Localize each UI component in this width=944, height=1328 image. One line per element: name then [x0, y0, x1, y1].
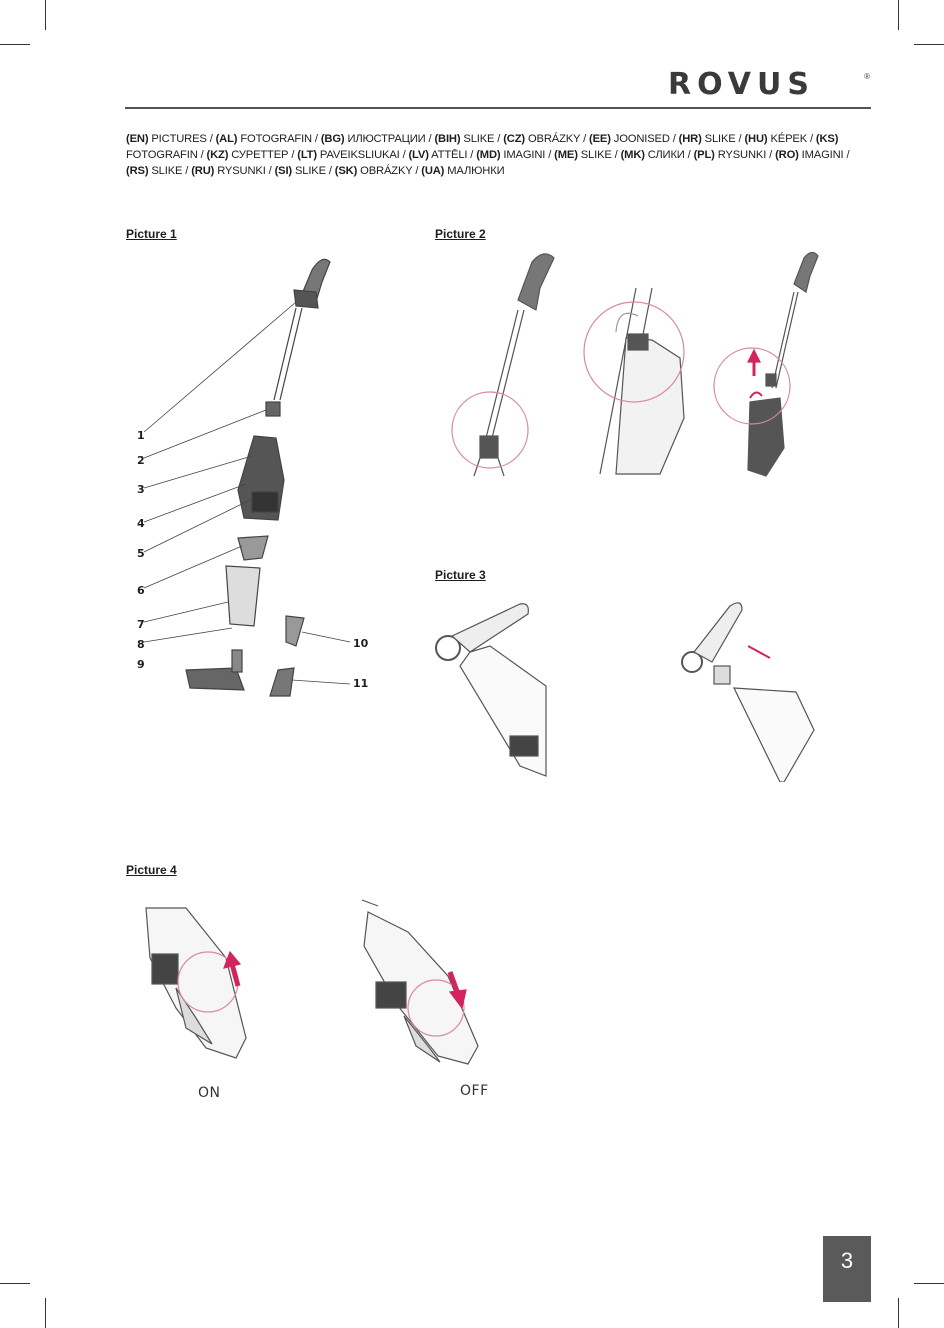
part-number: 3	[137, 483, 145, 496]
language-code: (LV)	[408, 149, 429, 161]
language-code: (AL)	[215, 133, 238, 145]
picture-3-illustration	[430, 596, 830, 782]
language-code: (SK)	[334, 165, 358, 177]
language-word: SLIKE /	[291, 165, 335, 177]
picture-3-title: Picture 3	[435, 568, 486, 582]
language-code: (BG)	[320, 133, 345, 145]
crop-mark	[898, 1298, 899, 1328]
part-number: 7	[137, 618, 145, 631]
picture-4-title: Picture 4	[126, 863, 177, 877]
language-code: (EE)	[589, 133, 611, 145]
header-rule	[125, 107, 871, 109]
language-word: SLIKE /	[460, 133, 504, 145]
part-number: 10	[353, 637, 369, 650]
language-word: FOTOGRAFIN /	[237, 133, 321, 145]
language-word: FOTOGRAFIN /	[126, 149, 207, 161]
part-number: 9	[137, 658, 145, 671]
picture-2-illustration	[440, 248, 840, 488]
language-word: PAVEIKSLIUKAI /	[316, 149, 409, 161]
language-word: IMAGINI /	[500, 149, 555, 161]
part-number: 2	[137, 454, 145, 467]
language-code: (MD)	[476, 149, 501, 161]
language-word: SLIKE /	[577, 149, 621, 161]
language-word: МАЛЮНКИ	[444, 165, 505, 177]
picture-1-title: Picture 1	[126, 227, 177, 241]
part-number: 4	[137, 517, 145, 530]
language-word: OBRÁZKY /	[357, 165, 422, 177]
language-code: (CZ)	[503, 133, 525, 145]
crop-mark	[914, 1283, 944, 1284]
crop-mark	[914, 44, 944, 45]
language-code: (HR)	[678, 133, 702, 145]
picture-4-off-illustration	[358, 896, 488, 1066]
language-word: RYSUNKI /	[214, 165, 275, 177]
language-word: СУРЕТТЕР /	[228, 149, 298, 161]
languages-heading: (EN) PICTURES / (AL) FOTOGRAFIN / (BG) И…	[126, 131, 866, 179]
part-number: 5	[137, 547, 145, 560]
crop-mark	[898, 0, 899, 30]
crop-mark	[45, 1298, 46, 1328]
language-code: (KZ)	[206, 149, 229, 161]
crop-mark	[45, 0, 46, 30]
picture-2-title: Picture 2	[435, 227, 486, 241]
language-code: (PL)	[693, 149, 715, 161]
language-code: (MK)	[620, 149, 645, 161]
language-code: (UA)	[421, 165, 445, 177]
language-word: IMAGINI /	[798, 149, 850, 161]
language-code: (KS)	[815, 133, 839, 145]
language-code: (HU)	[744, 133, 768, 145]
off-caption: OFF	[460, 1083, 489, 1099]
language-word: SLIKE /	[148, 165, 192, 177]
language-word: RYSUNKI /	[714, 149, 776, 161]
picture-4-on-illustration	[136, 898, 266, 1068]
part-number: 11	[353, 677, 369, 690]
language-word: KÉPEK /	[767, 133, 816, 145]
brand-name: ROVUS	[668, 67, 815, 102]
page-number: 3	[840, 1248, 854, 1273]
part-number: 1	[137, 429, 145, 442]
registered-mark: ®	[864, 72, 870, 81]
picture-1-exploded-view	[126, 250, 386, 710]
language-word: OBRÁZKY /	[525, 133, 590, 145]
language-word: ATTĒLI /	[428, 149, 477, 161]
language-word: PICTURES /	[148, 133, 216, 145]
language-code: (ME)	[554, 149, 578, 161]
language-code: (RO)	[775, 149, 799, 161]
brand-logo: ROVUS ®	[668, 67, 870, 104]
language-code: (SI)	[274, 165, 293, 177]
part-number: 8	[137, 638, 145, 651]
language-word: СЛИКИ /	[644, 149, 694, 161]
on-caption: ON	[198, 1085, 221, 1101]
part-number: 6	[137, 584, 145, 597]
language-word: ИЛЮСТРАЦИИ /	[344, 133, 435, 145]
language-code: (RS)	[126, 165, 149, 177]
language-code: (EN)	[126, 133, 149, 145]
language-code: (BIH)	[434, 133, 461, 145]
crop-mark	[0, 44, 30, 45]
language-code: (LT)	[297, 149, 317, 161]
crop-mark	[0, 1283, 30, 1284]
page-number-box: 3	[823, 1236, 871, 1302]
language-code: (RU)	[191, 165, 215, 177]
language-word: SLIKE /	[701, 133, 745, 145]
language-word: JOONISED /	[610, 133, 679, 145]
